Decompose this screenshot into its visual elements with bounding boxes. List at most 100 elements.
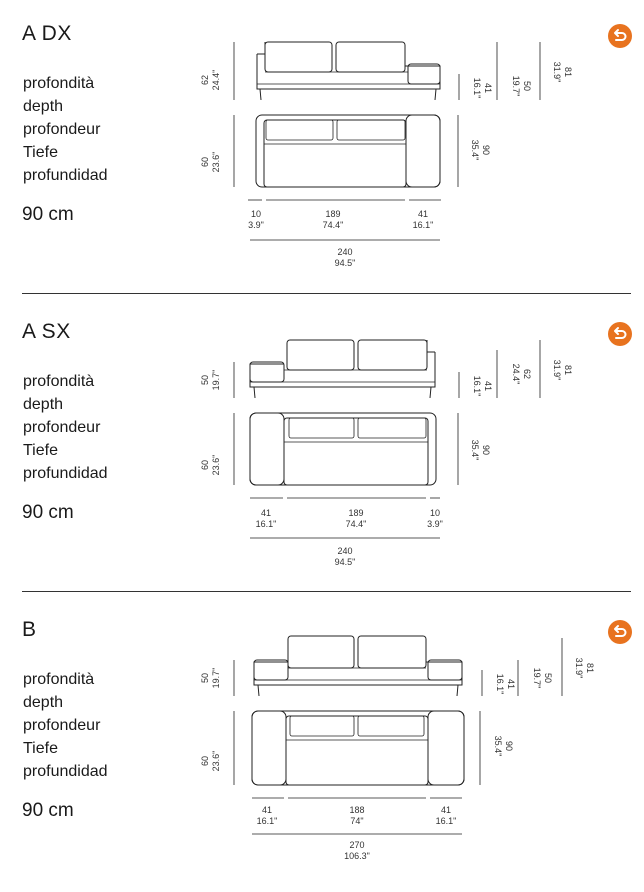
sofa-plan-view bbox=[251, 710, 465, 786]
dim-total-width-in: 94.5" bbox=[335, 258, 356, 268]
depth-label-de: Tiefe bbox=[23, 442, 58, 459]
depth-label-en: depth bbox=[23, 396, 64, 413]
dim-w3-cm: 41 bbox=[441, 805, 451, 815]
dim-w2-in: 74.4" bbox=[323, 220, 344, 230]
depth-label-en: depth bbox=[23, 98, 64, 115]
depth-label-es: profundidad bbox=[23, 465, 108, 482]
technical-drawing: 50 19.7" 41 16.1" 50 19.7" 81 31.9" 60 2… bbox=[200, 635, 595, 861]
dim-h-mid-cm: 41 bbox=[483, 83, 493, 93]
dim-plan-right-cm: 90 bbox=[481, 145, 491, 155]
dim-plan-left-cm: 60 bbox=[200, 157, 210, 167]
dim-h-total-cm: 81 bbox=[585, 663, 595, 673]
dim-plan-left-cm: 60 bbox=[200, 460, 210, 470]
dim-h-arm-in: 19.7" bbox=[511, 76, 521, 97]
dim-h-mid-cm: 41 bbox=[483, 381, 493, 391]
dim-w3-in: 16.1" bbox=[413, 220, 434, 230]
dim-h-mid-in: 16.1" bbox=[472, 78, 482, 99]
back-arrow-icon[interactable] bbox=[608, 620, 632, 644]
depth-label-en: depth bbox=[23, 694, 64, 711]
depth-label-es: profundidad bbox=[23, 167, 108, 184]
dim-w1-cm: 10 bbox=[251, 209, 261, 219]
dim-plan-left-cm: 60 bbox=[200, 756, 210, 766]
depth-label-it: profondità bbox=[23, 671, 95, 688]
sofa-front-view bbox=[249, 339, 436, 399]
dim-plan-right-cm: 90 bbox=[504, 741, 514, 751]
dim-plan-left-in: 23.6" bbox=[211, 152, 221, 173]
module-section-b: B profondità depth profondeur Tiefe prof… bbox=[0, 596, 644, 892]
dim-w1-in: 16.1" bbox=[257, 816, 278, 826]
depth-label-fr: profondeur bbox=[23, 419, 101, 436]
section-divider bbox=[22, 293, 631, 294]
dim-plan-right-in: 35.4" bbox=[470, 440, 480, 461]
dim-w3-in: 3.9" bbox=[427, 519, 443, 529]
depth-label-de: Tiefe bbox=[23, 144, 58, 161]
dim-front-left-cm: 50 bbox=[200, 375, 210, 385]
dim-front-left-cm: 50 bbox=[200, 673, 210, 683]
depth-label-list: profondità depth profondeur Tiefe profun… bbox=[23, 370, 108, 485]
depth-label-it: profondità bbox=[23, 373, 95, 390]
technical-drawing: 50 19.7" 41 16.1" 62 24.4" 81 31.9" 60 2… bbox=[200, 339, 573, 567]
dim-h-total-in: 31.9" bbox=[552, 360, 562, 381]
dim-w3-cm: 41 bbox=[418, 209, 428, 219]
dim-h-total-in: 31.9" bbox=[552, 62, 562, 83]
dim-w1-in: 3.9" bbox=[248, 220, 264, 230]
dim-total-width-cm: 270 bbox=[349, 840, 364, 850]
depth-label-it: profondità bbox=[23, 75, 95, 92]
dim-total-width-in: 94.5" bbox=[335, 557, 356, 567]
dim-h-mid-cm: 41 bbox=[506, 679, 516, 689]
dim-plan-right-in: 35.4" bbox=[493, 736, 503, 757]
sofa-front-view bbox=[256, 41, 441, 101]
dim-front-left-in: 19.7" bbox=[211, 668, 221, 689]
dim-front-left-in: 19.7" bbox=[211, 370, 221, 391]
back-arrow-icon[interactable] bbox=[608, 24, 632, 48]
dim-w3-in: 16.1" bbox=[436, 816, 457, 826]
dimension-lines bbox=[233, 638, 563, 835]
technical-drawing: 62 24.4" 41 16.1" 50 19.7" 81 31.9" 60 2… bbox=[200, 41, 573, 268]
dim-total-width-cm: 240 bbox=[337, 247, 352, 257]
sofa-plan-view bbox=[255, 114, 441, 188]
back-arrow-icon[interactable] bbox=[608, 322, 632, 346]
dim-w2-cm: 189 bbox=[348, 508, 363, 518]
dim-w2-cm: 188 bbox=[349, 805, 364, 815]
dim-h-arm-cm: 62 bbox=[522, 369, 532, 379]
module-section-a-dx: A DX profondità depth profondeur Tiefe p… bbox=[0, 0, 644, 296]
dimension-lines bbox=[233, 340, 541, 539]
dim-h-total-cm: 81 bbox=[563, 365, 573, 375]
dim-h-total-in: 31.9" bbox=[574, 658, 584, 679]
dim-h-arm-in: 19.7" bbox=[532, 668, 542, 689]
dim-total-width-in: 106.3" bbox=[344, 851, 370, 861]
dim-w1-cm: 41 bbox=[262, 805, 272, 815]
dim-w3-cm: 10 bbox=[430, 508, 440, 518]
depth-value: 90 cm bbox=[22, 800, 74, 821]
dim-w1-cm: 41 bbox=[261, 508, 271, 518]
depth-label-list: profondità depth profondeur Tiefe profun… bbox=[23, 668, 108, 783]
dim-plan-left-in: 23.6" bbox=[211, 751, 221, 772]
dimension-lines bbox=[233, 42, 541, 241]
dim-plan-left-in: 23.6" bbox=[211, 455, 221, 476]
depth-label-fr: profondeur bbox=[23, 717, 101, 734]
dim-w1-in: 16.1" bbox=[256, 519, 277, 529]
depth-value: 90 cm bbox=[22, 204, 74, 225]
module-title: B bbox=[22, 618, 37, 641]
depth-label-fr: profondeur bbox=[23, 121, 101, 138]
depth-label-de: Tiefe bbox=[23, 740, 58, 757]
dim-h-arm-cm: 50 bbox=[543, 673, 553, 683]
dim-plan-right-cm: 90 bbox=[481, 445, 491, 455]
depth-label-list: profondità depth profondeur Tiefe profun… bbox=[23, 72, 108, 187]
section-divider bbox=[22, 591, 631, 592]
dim-w2-cm: 189 bbox=[325, 209, 340, 219]
module-title: A SX bbox=[22, 320, 71, 343]
dim-h-total-cm: 81 bbox=[563, 67, 573, 77]
module-title: A DX bbox=[22, 22, 72, 45]
dim-h-mid-in: 16.1" bbox=[495, 674, 505, 695]
module-section-a-sx: A SX profondità depth profondeur Tiefe p… bbox=[0, 298, 644, 594]
dim-h-arm-cm: 50 bbox=[522, 81, 532, 91]
sofa-front-view bbox=[253, 635, 463, 697]
dim-front-left-in: 24.4" bbox=[211, 70, 221, 91]
dim-front-left-cm: 62 bbox=[200, 75, 210, 85]
dim-h-arm-in: 24.4" bbox=[511, 364, 521, 385]
sofa-plan-view bbox=[249, 412, 437, 486]
dim-plan-right-in: 35.4" bbox=[470, 140, 480, 161]
depth-label-es: profundidad bbox=[23, 763, 108, 780]
dim-h-mid-in: 16.1" bbox=[472, 376, 482, 397]
